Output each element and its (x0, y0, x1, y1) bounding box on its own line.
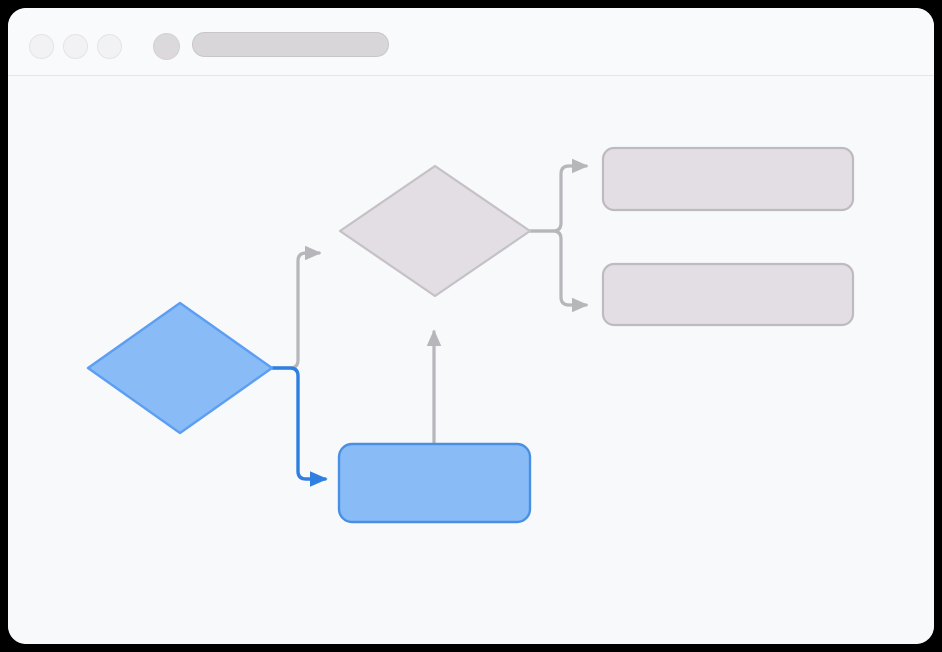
connector-branch-to-outcome-top (528, 158, 589, 233)
node-process-task[interactable] (337, 442, 532, 524)
connector-start-to-branch (270, 245, 322, 370)
diagram-canvas[interactable] (8, 76, 934, 644)
node-outcome-bottom-shape[interactable] (601, 262, 855, 327)
connector-start-to-process (270, 366, 328, 487)
titlebar (8, 8, 934, 76)
node-outcome-top[interactable] (601, 146, 855, 212)
connector-layer (270, 158, 589, 487)
node-outcome-bottom[interactable] (601, 262, 855, 327)
node-process-task-shape[interactable] (337, 442, 532, 524)
node-start-decision-shape[interactable] (86, 301, 274, 435)
connector-branch-to-outcome-bottom (528, 229, 589, 313)
node-outcome-top-shape[interactable] (601, 146, 855, 212)
back-nav-icon[interactable] (153, 33, 180, 60)
close-window-button[interactable] (29, 34, 54, 59)
maximize-window-button[interactable] (97, 34, 122, 59)
node-branch-decision[interactable] (338, 164, 532, 298)
node-layer (86, 146, 855, 524)
address-bar-input[interactable] (192, 32, 389, 57)
browser-window (8, 8, 934, 644)
node-branch-decision-shape[interactable] (338, 164, 532, 298)
node-start-decision[interactable] (86, 301, 274, 435)
minimize-window-button[interactable] (63, 34, 88, 59)
